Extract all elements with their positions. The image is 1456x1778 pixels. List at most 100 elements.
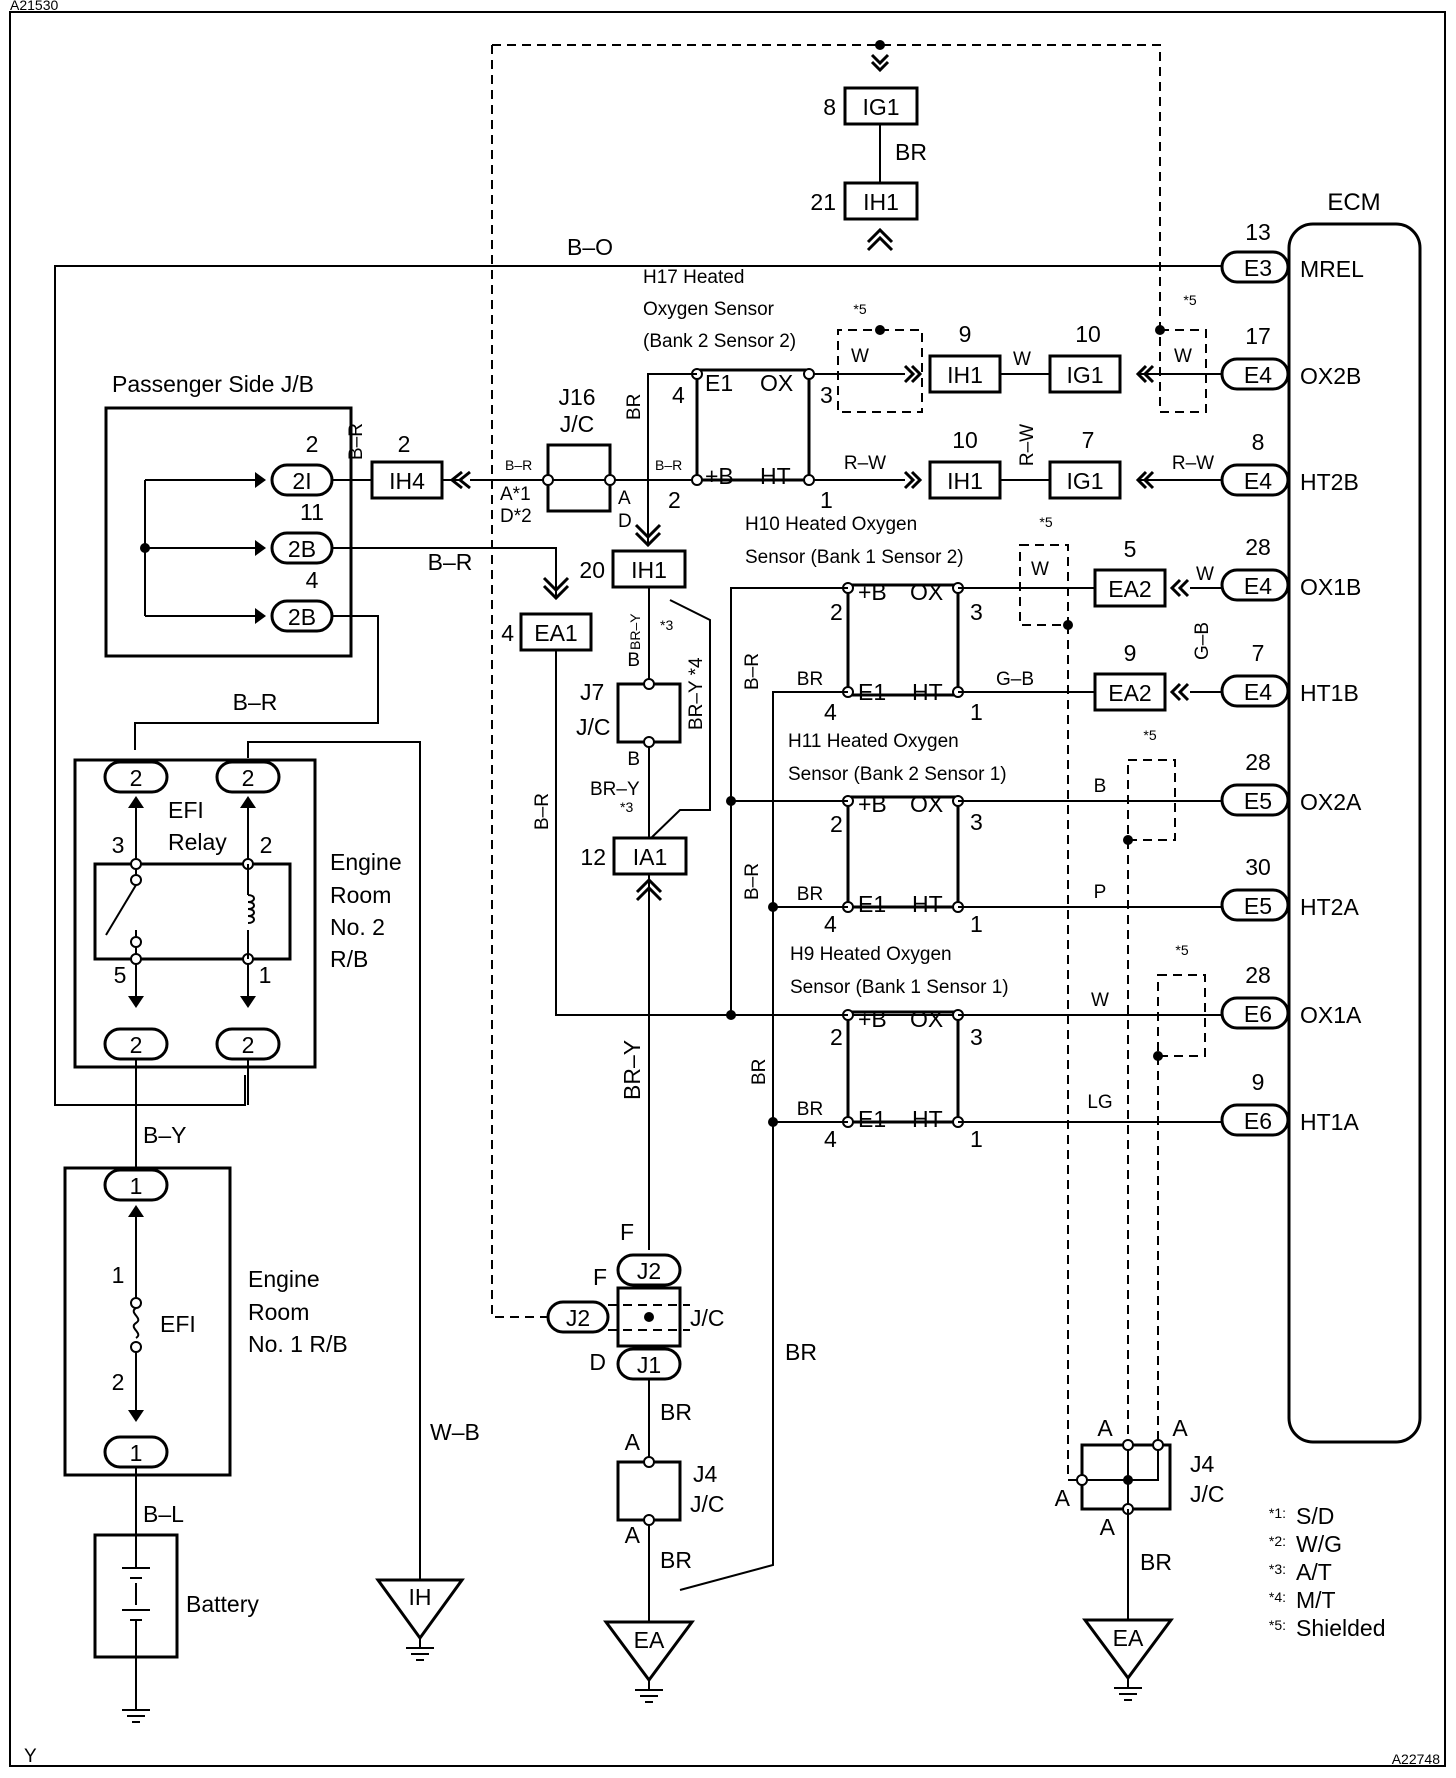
j7-jc [616,682,682,744]
svg-text:D: D [589,1349,606,1375]
svg-text:EA2: EA2 [1108,680,1151,706]
svg-text:*3: *3 [660,617,673,633]
svg-text:HT: HT [912,679,943,705]
svg-text:IH1: IH1 [947,468,983,494]
svg-text:1: 1 [259,962,272,988]
svg-text:G–B: G–B [996,669,1034,690]
svg-text:B–R: B–R [655,457,682,473]
er1-label: Engine Room No. 1 R/B [248,1266,348,1357]
svg-text:10: 10 [952,427,978,453]
svg-text:B–L: B–L [143,1501,184,1527]
svg-text:OX2A: OX2A [1300,789,1362,815]
svg-text:BR–Y: BR–Y [627,613,643,650]
svg-text:B–R: B–R [346,423,367,460]
svg-text:2: 2 [130,765,143,791]
svg-text:21: 21 [810,189,836,215]
shield-b-h11 [1127,759,1176,841]
svg-text:BR: BR [797,669,823,690]
shield-line-1 [1067,625,1082,1481]
svg-text:17: 17 [1245,323,1271,349]
svg-text:Sensor (Bank 1 Sensor 1): Sensor (Bank 1 Sensor 1) [790,977,1009,998]
svg-text:E6: E6 [1244,1108,1272,1134]
svg-text:EFI: EFI [160,1311,196,1337]
svg-text:5: 5 [114,962,127,988]
svg-text:*5: *5 [853,301,866,317]
svg-text:W/G: W/G [1296,1531,1342,1557]
ground-ih [375,1578,465,1641]
svg-text:J/C: J/C [690,1491,725,1517]
svg-text:*5: *5 [1175,942,1188,958]
svg-text:BR: BR [785,1339,817,1365]
conn-ea1 [519,612,593,652]
svg-text:2: 2 [260,832,273,858]
engine-room-rb1 [63,1166,232,1477]
conn-ea2-5 [1093,568,1167,608]
svg-text:OX1A: OX1A [1300,1002,1362,1028]
svg-text:OX: OX [910,579,943,605]
svg-text:B–R: B–R [532,793,553,830]
svg-text:IG1: IG1 [1066,362,1103,388]
svg-text:E4: E4 [1244,362,1272,388]
svg-text:E4: E4 [1244,468,1272,494]
svg-text:B–Y: B–Y [143,1122,186,1148]
svg-text:4: 4 [824,699,837,725]
svg-text:1: 1 [130,1440,143,1466]
svg-text:12: 12 [580,844,606,870]
svg-text:E5: E5 [1244,893,1272,919]
svg-text:BR–Y: BR–Y [590,779,640,800]
svg-text:R–W: R–W [1017,424,1038,466]
svg-text:2: 2 [130,1032,143,1058]
svg-text:F: F [593,1264,607,1290]
svg-text:R–W: R–W [1172,453,1214,474]
shield-w-h17 [837,329,923,413]
svg-text:EA1: EA1 [534,620,577,646]
svg-text:E1: E1 [858,679,886,705]
svg-text:BR: BR [1140,1549,1172,1575]
svg-text:2: 2 [242,765,255,791]
svg-text:HT2A: HT2A [1300,894,1359,920]
shield-w-ecm-ox2b [1159,329,1207,413]
sensor-h9 [846,1010,960,1124]
svg-text:IH1: IH1 [947,362,983,388]
svg-text:2: 2 [830,811,843,837]
sensor-h11 [846,795,960,909]
efi-relay [93,862,292,961]
sensor-h10 [846,583,960,697]
svg-text:*5: *5 [1143,727,1156,743]
svg-text:1: 1 [970,1126,983,1152]
svg-text:H11 Heated Oxygen: H11 Heated Oxygen [788,731,959,752]
svg-text:*5: *5 [1183,292,1196,308]
svg-text:J2: J2 [637,1258,661,1284]
svg-text:9: 9 [1252,1069,1265,1095]
svg-text:3: 3 [970,599,983,625]
svg-text:OX1B: OX1B [1300,574,1361,600]
shield-drain-top [491,44,1161,1318]
svg-text:*1:: *1: [1269,1505,1286,1521]
svg-text:F: F [620,1219,634,1245]
svg-text:A: A [625,1429,641,1455]
svg-text:BR: BR [660,1547,692,1573]
conn-ih1-ox2b [928,354,1002,394]
svg-text:D: D [618,511,632,532]
shield-w-h10 [1019,544,1069,626]
svg-text:20: 20 [579,557,605,583]
svg-text:9: 9 [1124,640,1137,666]
svg-text:3: 3 [112,832,125,858]
corner-mark: Y [24,1746,37,1767]
svg-text:Shielded: Shielded [1296,1615,1386,1641]
svg-text:J/C: J/C [560,411,595,437]
svg-text:HT: HT [912,1106,943,1132]
svg-text:30: 30 [1245,854,1271,880]
battery-label: Battery [186,1591,259,1617]
passenger-jb [104,406,353,658]
j16-jc [546,443,612,513]
svg-text:BR–Y: BR–Y [619,1040,645,1100]
conn-ia1 [612,836,688,876]
svg-text:*5:: *5: [1269,1617,1286,1633]
svg-text:HT: HT [760,463,791,489]
ecm-pin-rows: E3 13 MREL E4 17 OX2B E4 8 HT2B E4 28 OX… [1220,219,1364,1137]
svg-text:S/D: S/D [1296,1503,1334,1529]
svg-text:E3: E3 [1244,255,1272,281]
svg-text:2: 2 [830,1024,843,1050]
